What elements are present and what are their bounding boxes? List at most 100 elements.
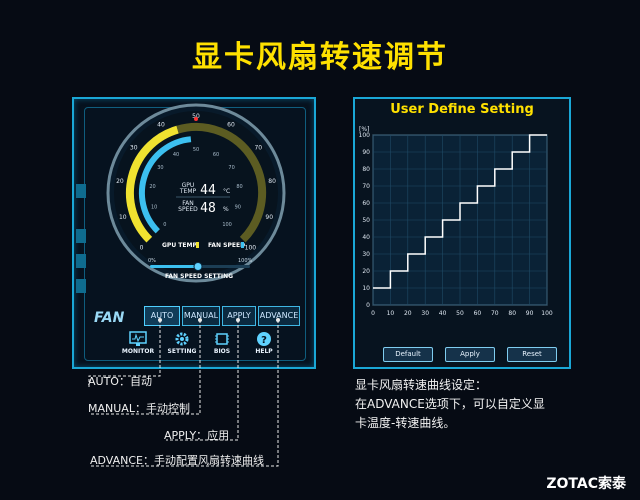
setting-button[interactable]: SETTING [162, 331, 202, 355]
x-tick-label: 10 [387, 310, 395, 317]
curve-description: 显卡风扇转速曲线设定： 在ADVANCE选项下，可以自定义显 卡温度-转速曲线。 [355, 376, 585, 433]
outer-tick-label: 60 [227, 121, 235, 128]
inner-tick-label: 70 [228, 165, 234, 171]
fan-speed-slider-knob[interactable] [193, 262, 203, 271]
fan-speed-slider-fill [150, 265, 198, 268]
x-tick-label: 90 [526, 310, 534, 317]
legend-gpu-temp-swatch [196, 242, 199, 248]
default-button[interactable]: Default [383, 347, 433, 362]
y-tick-label: 40 [362, 234, 370, 241]
inner-tick-label: 10 [151, 205, 157, 211]
outer-tick-label: 80 [268, 178, 276, 185]
y-tick-label: 90 [362, 149, 370, 156]
setting-label: SETTING [167, 348, 197, 355]
side-tab [76, 184, 86, 198]
y-unit-label: [%] [359, 126, 369, 133]
inner-tick-label: 100 [222, 222, 232, 228]
description-line: 卡温度-转速曲线。 [355, 416, 456, 430]
manual-button[interactable]: MANUAL [182, 306, 220, 326]
gear-icon [175, 332, 189, 346]
fan-speed-label-1: FAN [182, 200, 194, 207]
y-tick-label: 10 [362, 285, 370, 292]
svg-text:?: ? [261, 335, 267, 346]
y-tick-label: 100 [359, 132, 371, 139]
annotation-advance: ADVANCE：手动配置风扇转速曲线 [90, 454, 265, 467]
bios-label: BIOS [213, 348, 231, 355]
x-tick-label: 80 [508, 310, 516, 317]
side-tab [76, 279, 86, 293]
x-tick-label: 100 [541, 310, 553, 317]
description-line: 在ADVANCE选项下，可以自定义显 [355, 397, 545, 411]
x-tick-label: 50 [456, 310, 464, 317]
outer-tick-label: 30 [130, 145, 138, 152]
help-button[interactable]: ? HELP [244, 331, 284, 355]
brand-logo: ZOTAC索泰 [546, 476, 626, 492]
x-tick-label: 30 [421, 310, 429, 317]
bios-button[interactable]: BIOS [202, 331, 242, 355]
x-tick-labels: 0 10 20 30 40 50 60 70 80 90 100 [371, 310, 553, 317]
page-headline: 显卡风扇转速调节 [192, 40, 448, 75]
y-tick-label: 80 [362, 166, 370, 173]
inner-tick-label: 0 [163, 222, 166, 228]
fan-speed-value: 48 [200, 201, 216, 216]
outer-tick-label: 10 [119, 214, 127, 221]
fan-speed-label-2: SPEED [178, 206, 198, 213]
y-tick-label: 0 [366, 302, 370, 309]
reset-button[interactable]: Reset [507, 347, 557, 362]
gpu-temp-label-2: TEMP [179, 188, 197, 195]
slider-title: FAN SPEED SETTING [165, 273, 233, 280]
x-tick-label: 0 [371, 310, 375, 317]
fan-logo: FAN [94, 310, 125, 326]
annotation-apply: APPLY：应用 [164, 429, 230, 442]
inner-tick-label: 50 [193, 147, 199, 153]
outer-tick-label: 100 [245, 244, 257, 251]
outer-tick-label: 70 [254, 145, 262, 152]
annotation-auto: AUTO：自动 [88, 375, 152, 388]
slider-min-label: 0% [148, 258, 156, 264]
monitor-button[interactable]: MONITOR [118, 331, 158, 355]
y-tick-label: 30 [362, 251, 370, 258]
outer-tick-label: 0 [140, 244, 144, 251]
legend-fan-speed: FAN SPEED [208, 242, 245, 249]
gauge-face [114, 111, 278, 275]
outer-tick-label: 90 [265, 214, 273, 221]
fan-curve-line[interactable] [373, 134, 547, 289]
help-icon: ? [257, 332, 271, 346]
annotation-manual: MANUAL：手动控制 [88, 402, 190, 415]
y-tick-label: 60 [362, 200, 370, 207]
inner-tick-label: 20 [149, 184, 155, 190]
x-tick-label: 70 [491, 310, 499, 317]
auto-button[interactable]: AUTO [144, 306, 180, 326]
inner-tick-label: 40 [173, 152, 179, 158]
x-tick-label: 60 [474, 310, 482, 317]
monitor-icon [129, 331, 147, 346]
description-line: 显卡风扇转速曲线设定： [355, 378, 488, 392]
redline-marker [194, 117, 198, 121]
monitor-label: MONITOR [121, 348, 155, 355]
gauge-remaining-arc [176, 122, 267, 243]
outer-tick-label: 20 [116, 178, 124, 185]
fan-speed-unit: % [223, 206, 229, 213]
inner-tick-label: 80 [236, 184, 242, 190]
side-tab [76, 254, 86, 268]
side-tab [76, 229, 86, 243]
y-tick-label: 70 [362, 183, 370, 190]
inner-tick-label: 90 [235, 205, 241, 211]
apply-curve-button[interactable]: Apply [445, 347, 495, 362]
apply-button[interactable]: APPLY [222, 306, 256, 326]
x-tick-label: 40 [439, 310, 447, 317]
gpu-temp-value: 44 [200, 183, 216, 198]
y-tick-label: 20 [362, 268, 370, 275]
inner-tick-label: 30 [157, 165, 163, 171]
outer-tick-label: 40 [157, 121, 165, 128]
legend-gpu-temp: GPU TEMP [162, 242, 197, 249]
help-label: HELP [255, 348, 273, 355]
advance-button[interactable]: ADVANCE [258, 306, 300, 326]
x-tick-label: 20 [404, 310, 412, 317]
